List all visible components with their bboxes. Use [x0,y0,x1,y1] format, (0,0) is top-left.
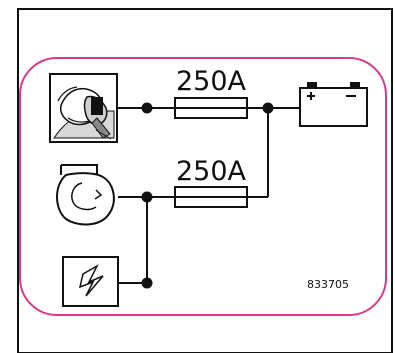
fuse-middle: 250A [174,156,248,208]
fuse-top-label: 250A [176,66,247,97]
electrical-circuit-icon [62,256,119,307]
fuse-middle-label: 250A [176,156,247,187]
alternator-generator-icon [56,164,115,226]
pink-panel [19,57,387,316]
middle-junction-left [141,191,153,203]
top-junction-right [262,102,274,114]
fuse-top: 250A [174,66,248,119]
part-number: 833705 [307,278,349,291]
wiring-paths [118,107,300,284]
outer-frame [17,8,393,353]
top-junction-left [141,102,153,114]
battery-disconnect-switch-icon [49,73,118,143]
bottom-junction [141,277,153,289]
battery-icon [299,82,368,127]
junction-dots [141,102,274,289]
